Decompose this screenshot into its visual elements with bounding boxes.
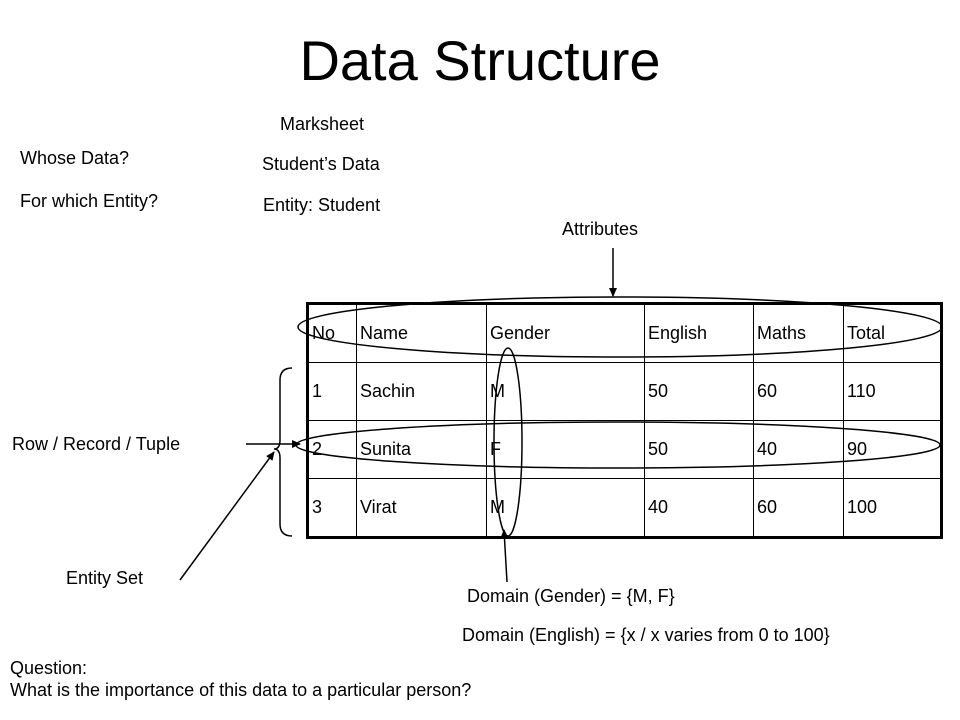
entity-set-label: Entity Set (66, 568, 144, 588)
header-total: Total (843, 303, 942, 363)
whose-data-question: Whose Data? (20, 148, 130, 168)
cell-no: 1 (307, 362, 357, 421)
tuple-ellipse (295, 421, 941, 469)
which-entity-question: For which Entity? (20, 191, 159, 211)
cell-maths: 40 (753, 420, 844, 479)
attributes-ellipse (297, 296, 943, 358)
cell-total: 90 (843, 420, 942, 479)
cell-maths: 60 (753, 362, 844, 421)
question-text: What is the importance of this data to a… (10, 680, 472, 700)
cell-no: 3 (307, 478, 357, 538)
cell-no: 2 (307, 420, 357, 479)
cell-gender: M (486, 478, 645, 538)
cell-name: Sachin (356, 362, 487, 421)
attributes-label: Attributes (562, 219, 639, 239)
domain-english-label: Domain (English) = {x / x varies from 0 … (462, 625, 830, 645)
domain-gender-arrow (500, 529, 509, 583)
table-header-row: No Name Gender English Maths Total (307, 303, 942, 363)
gender-domain-ellipse (493, 347, 523, 537)
students-data-label: Student’s Data (262, 154, 380, 174)
row-record-tuple-label: Row / Record / Tuple (12, 434, 181, 454)
marksheet-label: Marksheet (280, 114, 365, 134)
slide-title: Data Structure (299, 29, 661, 92)
cell-total: 100 (843, 478, 942, 538)
cell-name: Virat (356, 478, 487, 538)
header-english: English (644, 303, 754, 363)
cell-english: 50 (644, 420, 754, 479)
entity-set-arrow (179, 451, 275, 581)
table-row: 3 Virat M 40 60 100 (307, 478, 942, 538)
domain-gender-label: Domain (Gender) = {M, F} (467, 586, 675, 606)
student-marks-table: No Name Gender English Maths Total 1 Sac… (306, 302, 943, 539)
entity-set-brace (273, 367, 293, 537)
entity-label: Entity: Student (263, 195, 381, 215)
header-gender: Gender (486, 303, 645, 363)
question-label: Question: (10, 658, 88, 678)
cell-total: 110 (843, 362, 942, 421)
cell-maths: 60 (753, 478, 844, 538)
